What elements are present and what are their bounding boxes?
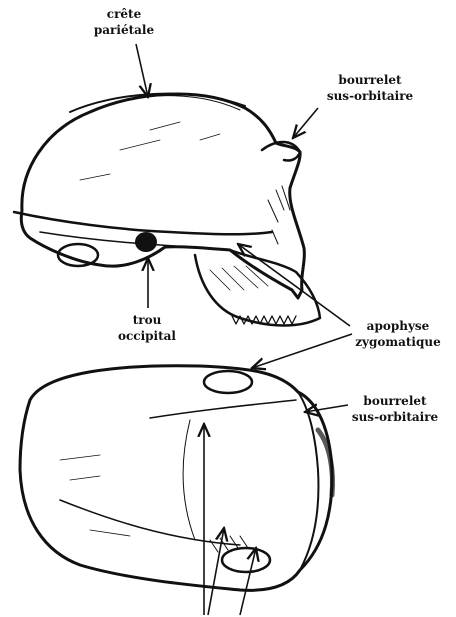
zygomatic-arch xyxy=(14,212,272,234)
label-crete-line1: crête xyxy=(107,7,142,21)
arrow-crete xyxy=(136,44,148,97)
zygomatic-opening-top xyxy=(204,371,252,393)
label-apophyse-line2: zygomatique xyxy=(355,335,441,349)
label-bourrelet-top-line1: bourrelet xyxy=(338,73,402,87)
arrow-apophyse-2 xyxy=(252,334,352,368)
temporal-line-top xyxy=(150,400,296,418)
label-bourrelet-bottom-line2: sus-orbitaire xyxy=(352,410,439,424)
arrow-bourrelet-top xyxy=(293,108,318,138)
label-trou-line1: trou xyxy=(133,313,162,327)
dorsal-brow-ridge xyxy=(298,392,318,570)
dorsal-outline xyxy=(20,366,332,591)
label-bourrelet-bottom-line1: bourrelet xyxy=(363,394,427,408)
cranial-vault-outline xyxy=(21,94,304,298)
arrow-bottom-3 xyxy=(240,548,256,615)
arrow-bourrelet-bottom xyxy=(305,405,348,412)
foramen-magnum-lateral xyxy=(135,232,157,252)
skull-lateral-view xyxy=(14,94,320,326)
label-apophyse-line1: apophyse xyxy=(367,319,430,333)
label-crete-line2: pariétale xyxy=(94,23,155,37)
label-trou-line2: occipital xyxy=(118,329,176,343)
zygomatic-opening-bottom xyxy=(222,548,270,572)
label-bourrelet-top-line2: sus-orbitaire xyxy=(327,89,414,103)
skull-dorsal-view xyxy=(20,366,332,591)
temporal-line-bottom xyxy=(60,500,240,545)
